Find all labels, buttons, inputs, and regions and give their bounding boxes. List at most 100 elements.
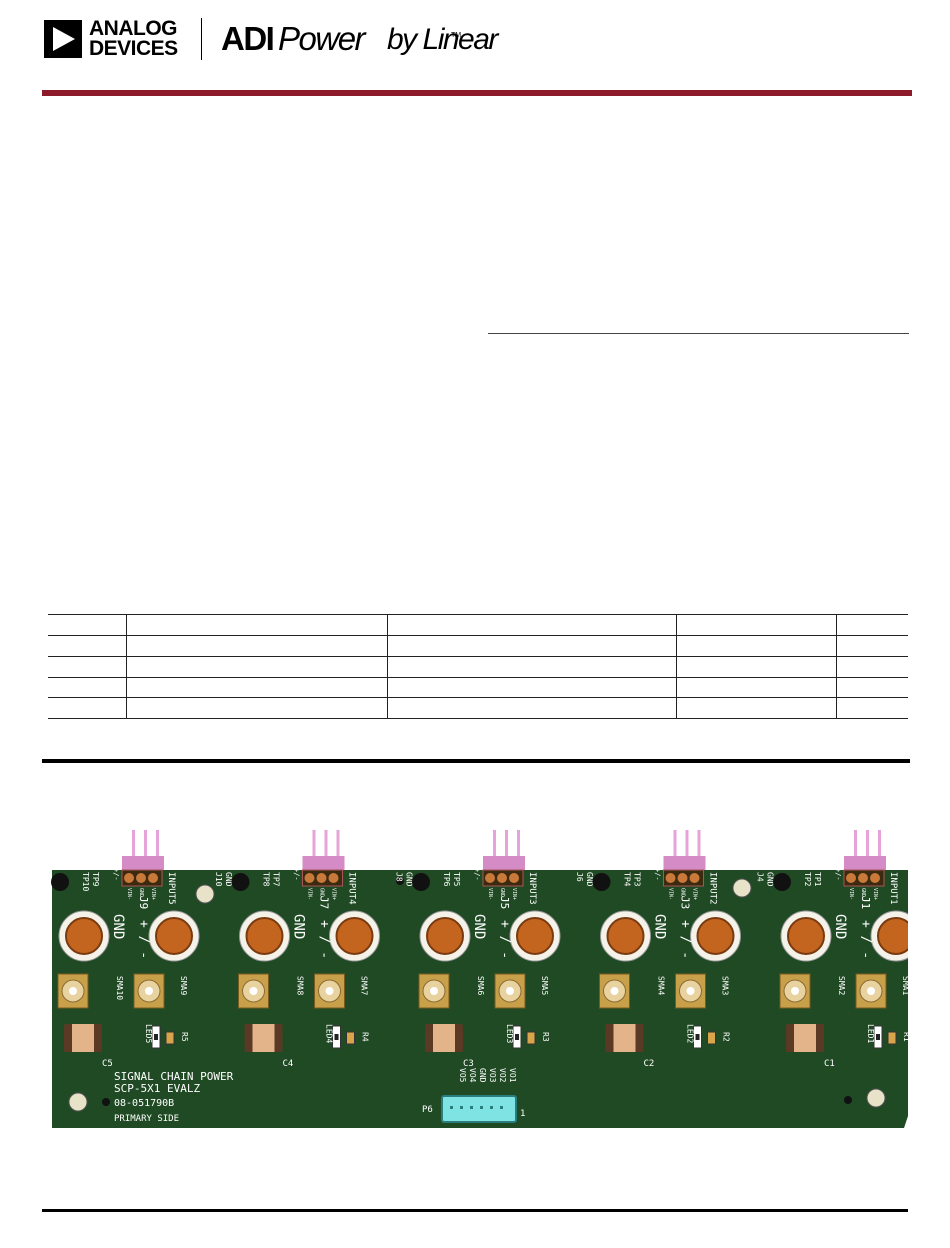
resistor bbox=[526, 1031, 536, 1045]
sma-input-label: SMA6 bbox=[476, 976, 485, 995]
resistor-label: R2 bbox=[722, 1032, 731, 1042]
via bbox=[102, 1098, 110, 1106]
gnd-jack-label: GND bbox=[832, 914, 848, 939]
brand-trademark: TM bbox=[451, 32, 462, 39]
jack-label: J1 bbox=[859, 896, 872, 909]
led-mark bbox=[334, 1034, 339, 1040]
board-title-line1: SIGNAL CHAIN POWER bbox=[114, 1070, 234, 1083]
gnd-banana-jack-core bbox=[787, 917, 825, 955]
capacitor-body bbox=[613, 1024, 636, 1052]
test-point-label: TP3 bbox=[633, 872, 642, 887]
header-pad bbox=[148, 873, 158, 883]
sma-input-label: SMA2 bbox=[837, 976, 846, 995]
via bbox=[396, 877, 404, 885]
sma-input-label: SMA10 bbox=[115, 976, 124, 1000]
output-banana-jack-core bbox=[877, 917, 908, 955]
column-rule bbox=[488, 333, 909, 334]
capacitor-label: C1 bbox=[824, 1059, 835, 1069]
led-mark bbox=[695, 1034, 700, 1040]
jack-label: J9 bbox=[137, 896, 150, 909]
gnd-banana-jack-core bbox=[426, 917, 464, 955]
gnd-jack-label: GND bbox=[471, 914, 487, 939]
sma-output-pin bbox=[686, 987, 695, 995]
led-label: LED5 bbox=[144, 1024, 153, 1043]
board-side-label: PRIMARY SIDE bbox=[114, 1114, 179, 1124]
capacitor-label: C4 bbox=[283, 1059, 294, 1069]
mounting-hole bbox=[732, 878, 752, 898]
sma-input-label: SMA4 bbox=[657, 976, 666, 995]
p6-pin bbox=[480, 1106, 483, 1109]
sma-output-label: SMA1 bbox=[901, 976, 908, 995]
pin-label: VIN- bbox=[848, 888, 854, 900]
header-pad bbox=[316, 873, 327, 883]
gnd-banana-jack-core bbox=[606, 917, 645, 955]
test-point-label: TP7 bbox=[272, 872, 281, 887]
gnd-jack-ref: J8 bbox=[395, 872, 404, 882]
pin-label: VIN+ bbox=[511, 888, 517, 900]
polarity-label: + / - bbox=[678, 920, 693, 959]
sma-input-pin bbox=[610, 987, 619, 995]
output-banana-jack-core bbox=[335, 917, 374, 955]
led-mark bbox=[876, 1034, 880, 1040]
resistor bbox=[346, 1031, 355, 1045]
output-banana-jack-core bbox=[516, 917, 554, 955]
pin-label: VIN- bbox=[126, 888, 132, 900]
capacitor-body bbox=[252, 1024, 275, 1052]
p6-pin-label: VO1 bbox=[508, 1068, 517, 1083]
pm-small-label: +/- bbox=[654, 868, 662, 881]
board-title-line2: SCP-5X1 EVALZ bbox=[114, 1082, 200, 1095]
header-pad bbox=[689, 873, 700, 883]
header-pin bbox=[156, 830, 159, 874]
header-pad bbox=[665, 873, 676, 883]
pin-label: GND bbox=[680, 888, 686, 897]
sma-output-label: SMA7 bbox=[360, 976, 369, 995]
header-pin bbox=[517, 830, 520, 874]
pin-label: GND bbox=[319, 888, 325, 897]
p6-pin-label: VO5 bbox=[458, 1068, 467, 1083]
test-point-label: TP8 bbox=[262, 872, 271, 887]
pin-label: GND bbox=[499, 888, 505, 897]
sma-output-pin bbox=[506, 987, 514, 995]
header-pin bbox=[144, 830, 147, 874]
resistor-label: R1 bbox=[902, 1032, 908, 1042]
p6-pin bbox=[490, 1106, 493, 1109]
header-pad bbox=[485, 873, 495, 883]
header-pad bbox=[870, 873, 880, 883]
pin-label: VIN+ bbox=[150, 888, 156, 900]
gnd-jack-ref: J4 bbox=[756, 872, 765, 882]
pm-small-label: +/- bbox=[293, 868, 301, 881]
sma-input-pin bbox=[69, 987, 77, 995]
resistor-label: R5 bbox=[180, 1032, 189, 1042]
test-point-label: TP4 bbox=[623, 872, 632, 887]
sma-input-pin bbox=[430, 987, 438, 995]
jack-label: J3 bbox=[679, 896, 692, 909]
logo-line-devices: DEVICES bbox=[89, 37, 178, 60]
sma-input-pin bbox=[791, 987, 799, 995]
test-point-label: TP10 bbox=[81, 872, 90, 891]
test-point bbox=[231, 873, 250, 891]
pm-small-label: +/- bbox=[473, 868, 481, 881]
mounting-hole bbox=[195, 884, 215, 904]
led-mark bbox=[515, 1034, 519, 1040]
header-housing bbox=[844, 856, 886, 870]
pin-label: VIN- bbox=[487, 888, 493, 900]
header-pin bbox=[854, 830, 857, 874]
p6-connector bbox=[441, 1095, 517, 1123]
input-label: INPUT2 bbox=[708, 872, 718, 905]
capacitor-label: C3 bbox=[463, 1059, 474, 1069]
test-point bbox=[592, 873, 611, 891]
header-pad bbox=[509, 873, 519, 883]
input-label: INPUT3 bbox=[527, 872, 537, 905]
sma-output-pin bbox=[145, 987, 153, 995]
p6-label: P6 bbox=[422, 1105, 433, 1115]
resistor bbox=[887, 1031, 897, 1045]
resistor bbox=[165, 1031, 175, 1045]
test-point bbox=[412, 873, 430, 891]
via bbox=[844, 1096, 852, 1104]
logo-divider bbox=[201, 18, 202, 60]
capacitor-body bbox=[433, 1024, 455, 1052]
